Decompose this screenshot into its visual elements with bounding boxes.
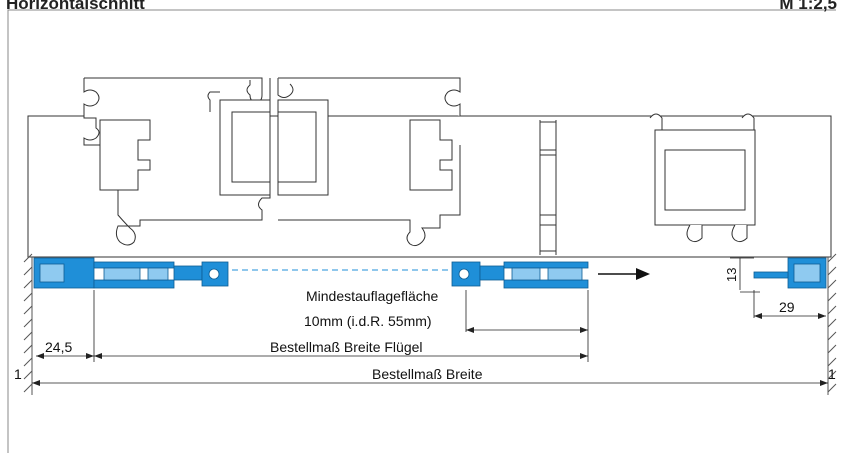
order-width-sash-label: Bestellmaß Breite Flügel	[270, 339, 423, 355]
right-wall-hatch	[827, 253, 837, 395]
right-end-profile	[753, 257, 827, 289]
section-title: Horizontalschnitt	[6, 0, 145, 13]
middle-sash-profile	[277, 77, 557, 255]
frame-outline	[27, 115, 832, 258]
dim-13-label: 13	[724, 268, 739, 282]
dim-24-5-label: 24,5	[45, 339, 72, 355]
left-track-profile	[33, 257, 229, 289]
right-track-profile	[451, 261, 589, 289]
dimension-arrowheads	[32, 313, 828, 386]
min-bearing-label-line2: 10mm (i.d.R. 55mm)	[304, 313, 432, 329]
right-sash-profile	[649, 113, 756, 243]
order-width-label: Bestellmaß Breite	[372, 366, 483, 382]
dim-29-label: 29	[779, 299, 795, 315]
min-bearing-label-line1: Mindestauflagefläche	[306, 288, 439, 304]
movement-arrow-icon	[598, 268, 650, 280]
left-wall-hatch	[23, 253, 33, 395]
dim-1-left-label: 1	[14, 366, 22, 382]
sheet-frame	[7, 9, 836, 453]
scale-label: M 1:2,5	[779, 0, 837, 13]
left-sash-profile	[83, 77, 271, 246]
dim-1-right-label: 1	[828, 366, 836, 382]
dimension-lines	[32, 257, 828, 384]
